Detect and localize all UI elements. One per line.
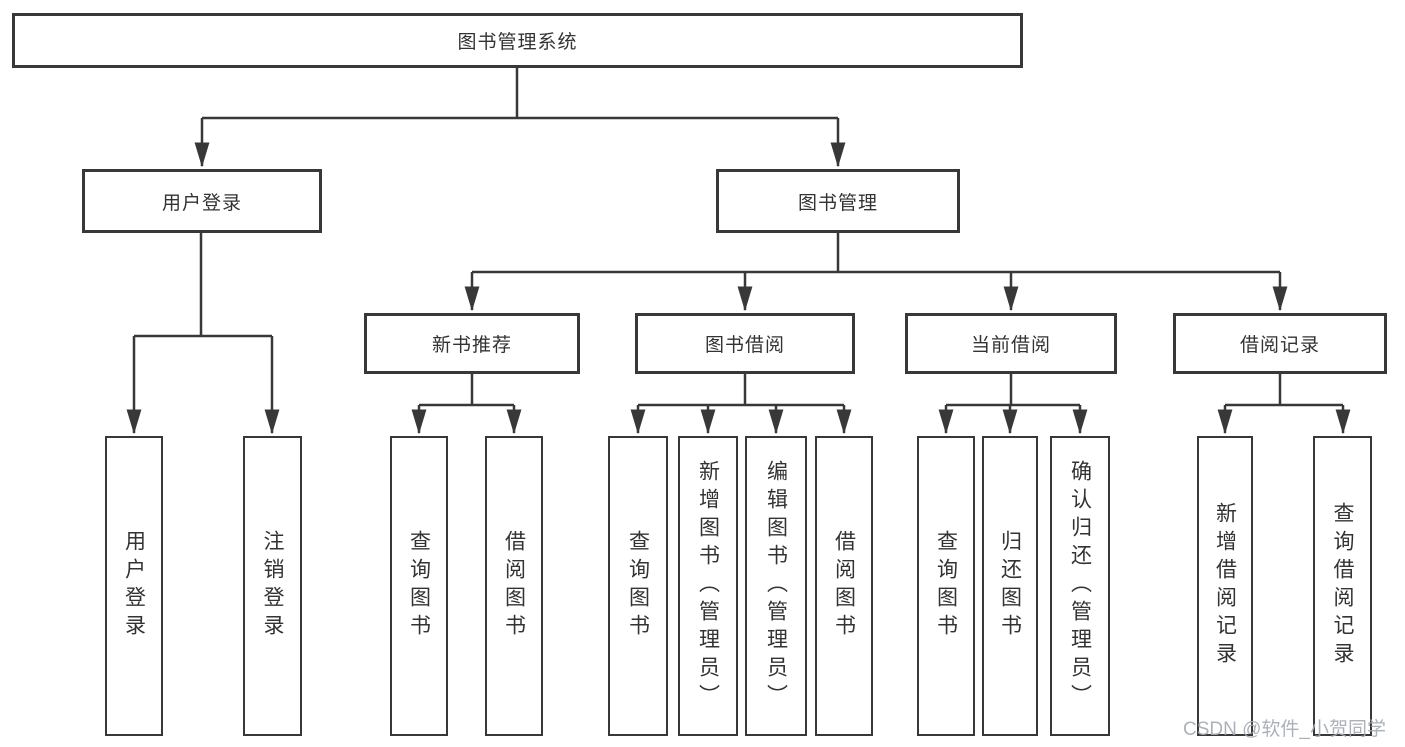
leaf-user-login: 用户登录 (105, 436, 163, 736)
leaf-current-query-book: 查询图书 (917, 436, 975, 736)
leaf-recommend-query-book-label: 查询图书 (407, 530, 431, 642)
node-book-borrow-label: 图书借阅 (704, 335, 785, 356)
node-current-borrow: 当前借阅 (905, 313, 1117, 374)
leaf-logout: 注销登录 (243, 436, 302, 736)
node-user-login-label: 用户登录 (161, 192, 242, 214)
leaf-recommend-query-book: 查询图书 (390, 436, 448, 736)
node-book-management: 图书管理 (716, 169, 960, 233)
node-book-management-label: 图书管理 (797, 192, 878, 214)
node-current-borrow-label: 当前借阅 (970, 335, 1051, 356)
leaf-query-borrow-record: 查询借阅记录 (1313, 436, 1372, 736)
leaf-borrow-query-book: 查询图书 (608, 436, 668, 736)
leaf-return-book: 归还图书 (982, 436, 1038, 736)
node-new-book-recommend-label: 新书推荐 (431, 335, 512, 356)
node-new-book-recommend: 新书推荐 (364, 313, 580, 374)
node-root-system: 图书管理系统 (12, 13, 1023, 68)
leaf-edit-book-admin-label: 编辑图书（管理员） (764, 460, 788, 712)
leaf-add-book-admin: 新增图书（管理员） (678, 436, 738, 736)
node-user-login: 用户登录 (82, 169, 322, 233)
leaf-borrow-book: 借阅图书 (815, 436, 873, 736)
leaf-add-book-admin-label: 新增图书（管理员） (696, 460, 720, 712)
leaf-borrow-query-book-label: 查询图书 (626, 530, 650, 642)
leaf-edit-book-admin: 编辑图书（管理员） (745, 436, 807, 736)
node-borrow-record: 借阅记录 (1173, 313, 1387, 374)
leaf-recommend-borrow-book-label: 借阅图书 (502, 530, 526, 642)
leaf-add-borrow-record-label: 新增借阅记录 (1213, 502, 1237, 670)
leaf-confirm-return-admin-label: 确认归还（管理员） (1068, 460, 1092, 712)
node-book-borrow: 图书借阅 (635, 313, 855, 374)
leaf-add-borrow-record: 新增借阅记录 (1197, 436, 1253, 736)
leaf-query-borrow-record-label: 查询借阅记录 (1331, 502, 1354, 670)
node-root-system-label: 图书管理系统 (457, 32, 578, 53)
csdn-watermark: CSDN @软件_小贺同学 (1183, 719, 1386, 740)
leaf-current-query-book-label: 查询图书 (934, 530, 958, 642)
leaf-return-book-label: 归还图书 (998, 530, 1022, 642)
node-borrow-record-label: 借阅记录 (1239, 335, 1320, 356)
leaf-recommend-borrow-book: 借阅图书 (485, 436, 543, 736)
leaf-confirm-return-admin: 确认归还（管理员） (1050, 436, 1110, 736)
leaf-user-login-label: 用户登录 (122, 530, 146, 642)
leaf-logout-label: 注销登录 (261, 530, 284, 642)
leaf-borrow-book-label: 借阅图书 (832, 530, 856, 642)
